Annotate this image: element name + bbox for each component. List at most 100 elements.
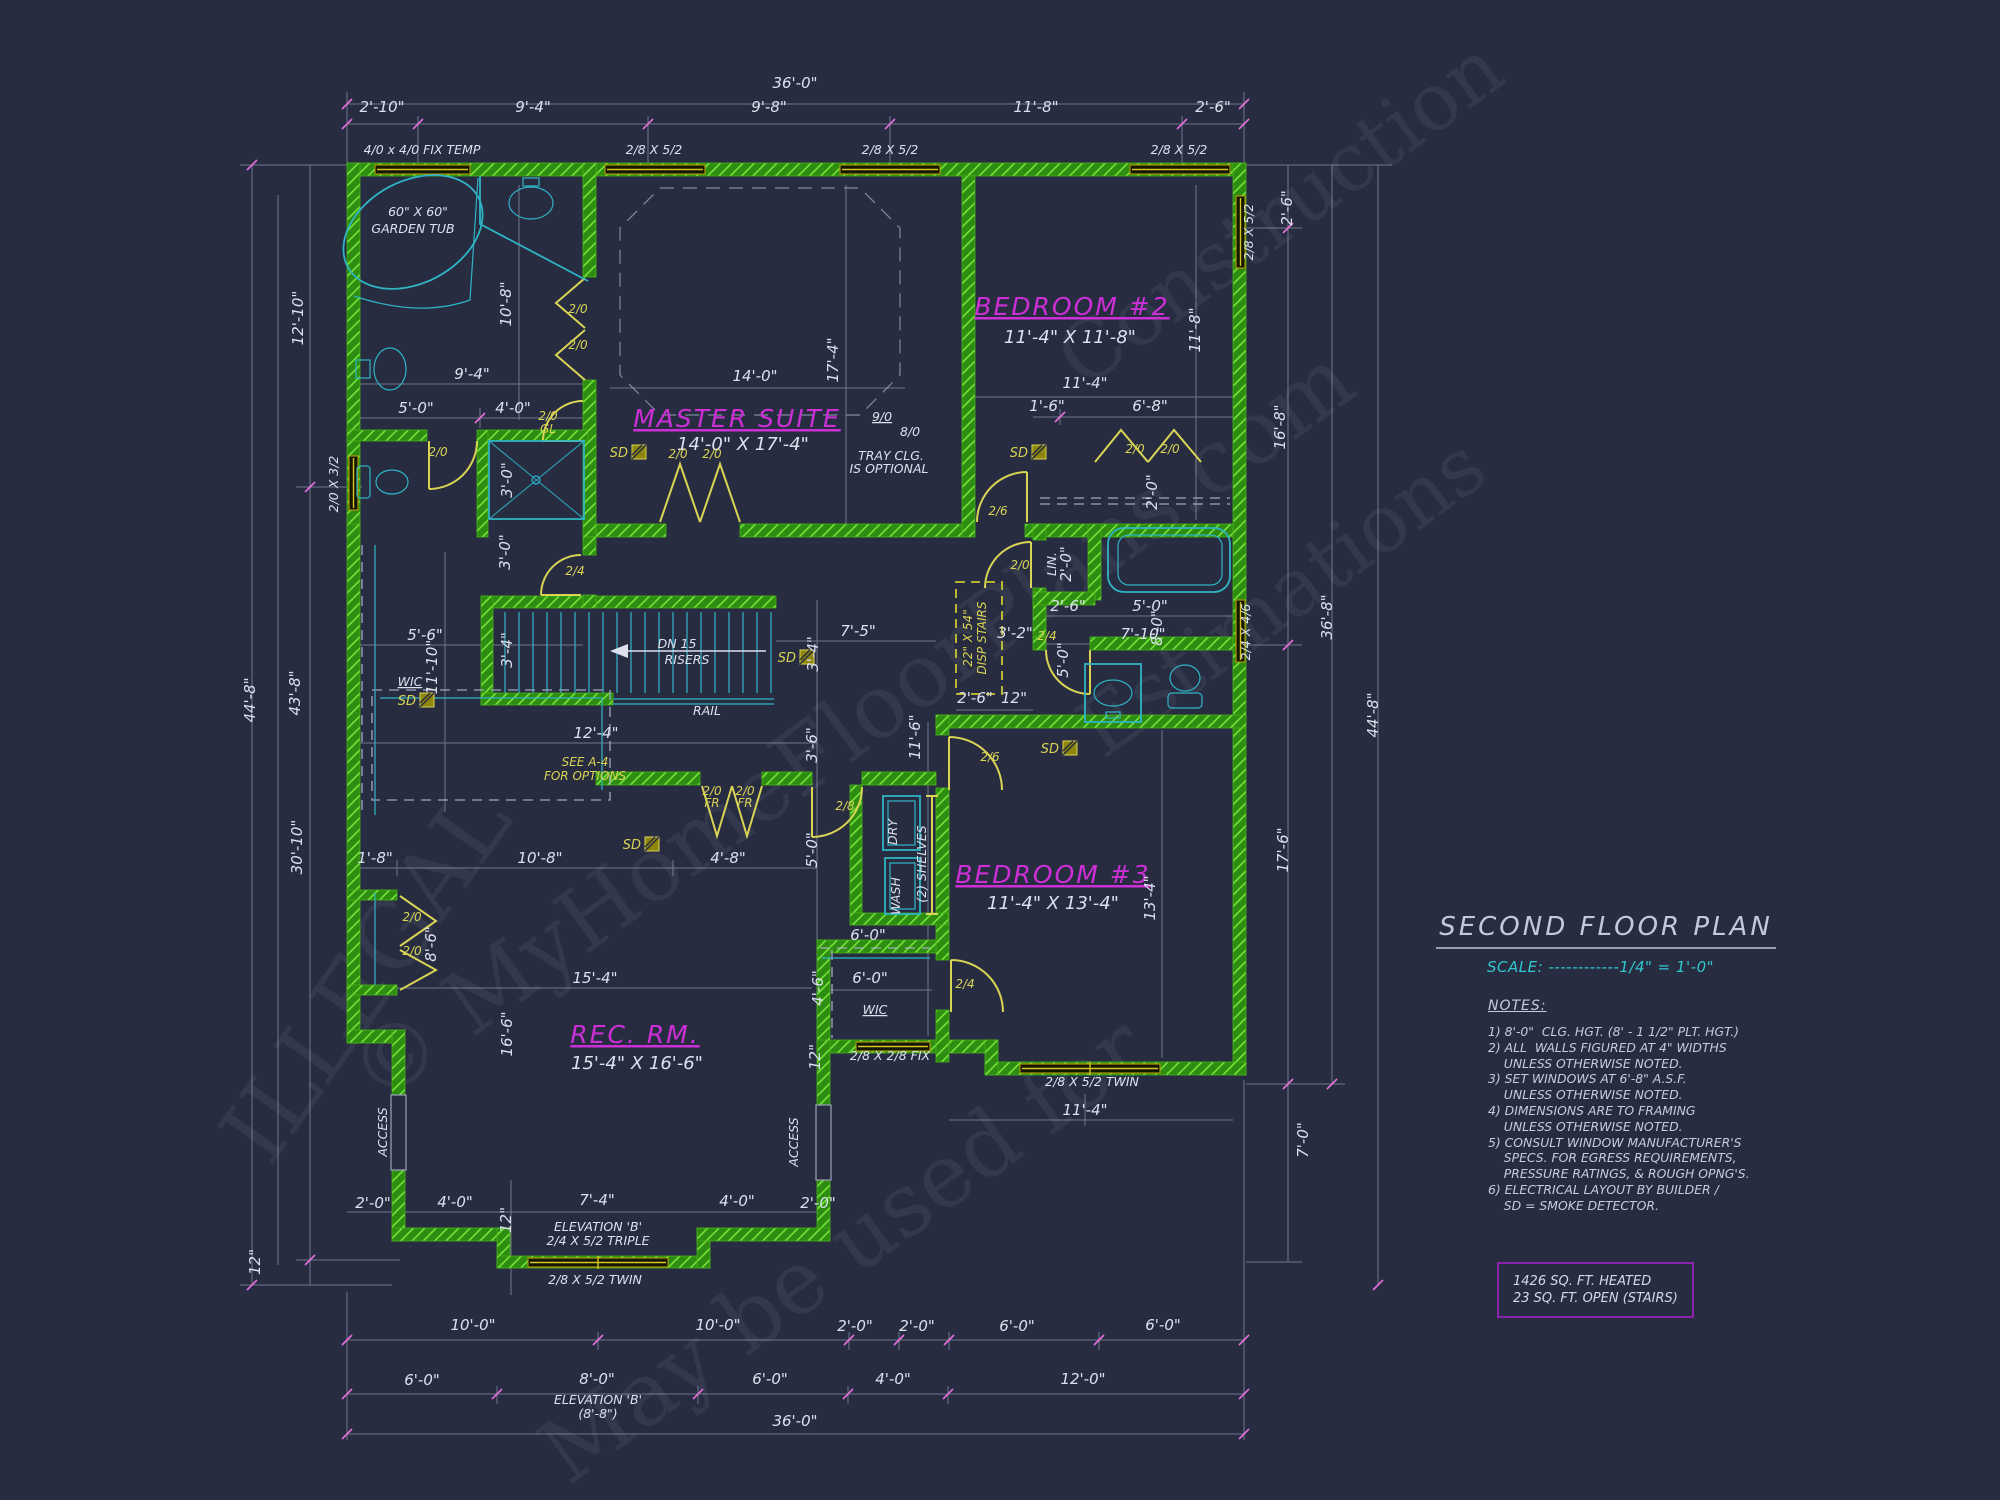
plan-label: 3'-4" (804, 636, 822, 672)
plan-label: 6'-0" (752, 1370, 788, 1388)
window (604, 164, 706, 175)
pedestal-sink (355, 347, 407, 391)
note-line: 3) SET WINDOWS AT 6'-8" A.S.F. (1488, 1071, 1687, 1087)
area-summary-box: 1426 SQ. FT. HEATED 23 SQ. FT. OPEN (STA… (1497, 1262, 1694, 1318)
plan-label: 2'-6" (957, 689, 993, 707)
plan-label: 12'-10" (289, 291, 307, 346)
plan-label: 2/0 (735, 784, 755, 798)
note-line: SD = SMOKE DETECTOR. (1488, 1197, 1659, 1213)
plan-label: 60" X 60" (388, 204, 448, 219)
plan-label: 2/8 X 5/2 (1241, 204, 1256, 261)
plan-label: 11'-8" (1013, 98, 1058, 116)
plan-label: 2/0 (568, 338, 588, 352)
windows (348, 164, 1246, 1269)
note-line: SPECS. FOR EGRESS REQUIREMENTS, (1488, 1150, 1737, 1166)
plan-label: 4'-8" (710, 849, 746, 867)
attic-access-panel (390, 1094, 407, 1171)
plan-label: ACCESS (375, 1107, 390, 1157)
toilet (356, 465, 409, 499)
plan-label: 2'-0" (800, 1194, 836, 1212)
plan-label: 2/0 (668, 447, 688, 461)
plan-label: BEDROOM #2 (974, 292, 1169, 321)
window (1235, 599, 1246, 663)
plan-label: 2/0 (1160, 442, 1180, 456)
svg-text:SD: SD (1010, 446, 1028, 461)
plan-label: 44'-8" (241, 677, 259, 722)
plan-label: (2) SHELVES (914, 825, 929, 902)
plan-label: 2'-0" (1143, 474, 1161, 510)
plan-label: 2'-0" (1057, 546, 1075, 582)
french-doors (701, 785, 763, 840)
plan-label: 2/8 X 5/2 (862, 142, 919, 157)
window-twin (1019, 1062, 1161, 1075)
plan-label: 10'-0" (450, 1316, 495, 1334)
plan-label: 16'-8" (1271, 404, 1289, 449)
garden-tub (342, 174, 484, 309)
plan-label: 5'-0" (398, 399, 434, 417)
plan-label: 9'-8" (751, 98, 787, 116)
plan-label: WASH (888, 877, 903, 915)
plan-label: ACCESS (786, 1117, 801, 1167)
svg-text:SD: SD (623, 838, 641, 853)
plan-label: 4'-0" (437, 1193, 473, 1211)
plan-label: FOR OPTIONS (544, 769, 626, 783)
plan-label: DN 15 (658, 636, 697, 651)
plan-label: 8'-0" (1148, 610, 1166, 646)
plan-label: (8'-8") (578, 1406, 617, 1421)
plan-label: 6'-0" (852, 969, 888, 987)
plan-label: 2'-10" (359, 98, 404, 116)
plan-label: 7'-5" (840, 622, 876, 640)
plan-label: 17'-6" (1274, 827, 1292, 872)
window (1235, 195, 1246, 269)
plan-label: 11'-4" X 11'-8" (1004, 327, 1136, 348)
plan-label: 11'-8" (1186, 307, 1204, 352)
plan-label: FR (704, 796, 719, 810)
plan-label: 11'-4" X 13'-4" (987, 893, 1119, 914)
smoke-detector-symbol: SD (398, 692, 435, 709)
plan-label: 3'-0" (496, 534, 514, 570)
plan-label: FR (737, 796, 752, 810)
notes-heading: NOTES: (1488, 998, 1547, 1014)
plan-label: 2/8 (835, 799, 855, 813)
plan-label: 14'-0" X 17'-4" (677, 434, 809, 455)
bifold-closet-door (399, 895, 439, 991)
plan-label: 11'-4" (1062, 374, 1107, 392)
plan-label: 2'-0" (837, 1317, 873, 1335)
heated-area: 1426 SQ. FT. HEATED (1513, 1274, 1652, 1289)
plan-labels: 36'-0"2'-10"9'-4"9'-8"11'-8"2'-6"4/0 x 4… (241, 74, 1382, 1430)
down-arrow-head (610, 644, 628, 658)
plan-label: 10'-8" (517, 849, 562, 867)
plan-label: DRY (885, 818, 900, 845)
plan-label: 6'-8" (1132, 397, 1168, 415)
plan-label: 2/6 (988, 504, 1008, 518)
plan-label: BEDROOM #3 (955, 860, 1150, 889)
svg-text:SD: SD (398, 694, 416, 709)
swing-door (984, 541, 1032, 589)
plan-label: 12" (1001, 689, 1027, 707)
note-line: 4) DIMENSIONS ARE TO FRAMING (1488, 1102, 1696, 1118)
vanity-sink (1084, 663, 1142, 723)
double-door (659, 460, 741, 523)
plan-label: 8'-0" (579, 1370, 615, 1388)
toilet (1167, 664, 1203, 709)
plan-label: 2/0 (702, 784, 722, 798)
plan-label: 2/0 (702, 447, 722, 461)
bathtub (1107, 527, 1231, 593)
plan-label: 6'-0" (1145, 1316, 1181, 1334)
plan-label: 2/8 X 2/8 FIX (850, 1048, 931, 1063)
plan-label: 2/8 X 5/2 (1151, 142, 1208, 157)
plan-label: 30'-10" (288, 820, 306, 875)
dashed-details (361, 187, 1230, 1038)
plan-label: 13'-4" (1141, 875, 1159, 920)
plan-label: 2/6 (980, 750, 1000, 764)
stair-rail (613, 698, 774, 705)
svg-text:SD: SD (1041, 742, 1059, 757)
plan-label: 11'-10" (423, 640, 441, 695)
plan-label: 9/0 (872, 409, 892, 424)
plan-label: 5'-6" (407, 626, 443, 644)
laundry-shelves (926, 795, 938, 915)
plan-label: 6'-0" (999, 1317, 1035, 1335)
